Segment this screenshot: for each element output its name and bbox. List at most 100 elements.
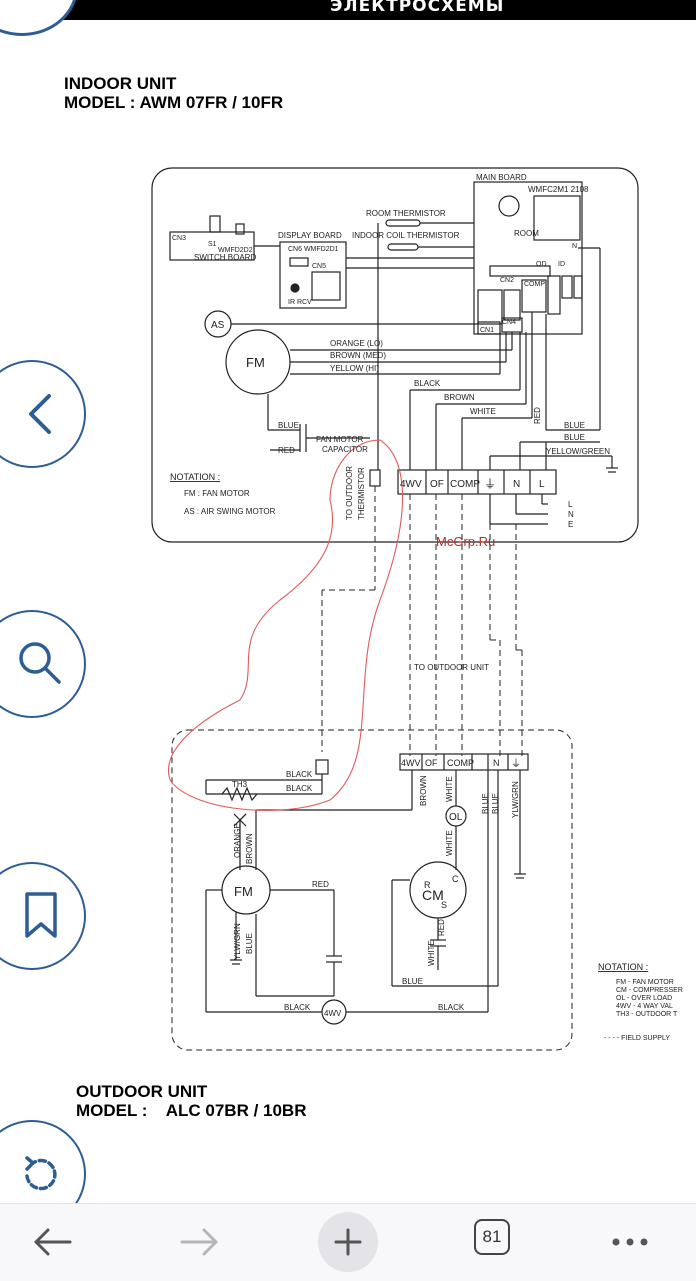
browser-forward-button[interactable]	[172, 1216, 228, 1268]
arrow-right-icon	[180, 1228, 218, 1256]
room-label: ROOM	[514, 229, 539, 238]
display-board-label: DISPLAY BOARD	[278, 231, 342, 240]
notation-outdoor-title: NOTATION :	[598, 962, 648, 972]
black-wire-label: BLACK	[414, 379, 441, 388]
more-menu-button[interactable]	[604, 1216, 656, 1268]
out-fm-label: FM	[234, 884, 253, 899]
bookmark-icon	[25, 892, 57, 938]
out-terminal-comp: COMP	[447, 758, 474, 768]
out-blue-label-2: BLUE	[491, 793, 500, 814]
cm-s-label: S	[441, 900, 447, 910]
cn2-label: CN2	[500, 277, 514, 284]
cm-label: CM	[422, 887, 444, 903]
out-black-label-2: BLACK	[438, 1003, 465, 1012]
to-outdoor-thermistor-label-1: TO OUTDOOR	[345, 466, 354, 520]
outdoor-model: MODEL : ALC 07BR / 10BR	[76, 1101, 307, 1120]
notation-indoor-title: NOTATION :	[170, 472, 220, 482]
indoor-title: INDOOR UNIT	[64, 74, 177, 93]
out-red-cm-label: RED	[437, 919, 446, 936]
outdoor-heading: OUTDOOR UNIT MODEL : ALC 07BR / 10BR	[76, 1082, 306, 1120]
terminal-l: L	[539, 479, 545, 490]
blue-fm-label: BLUE	[278, 421, 299, 430]
od-label: OD	[536, 261, 547, 268]
more-dots-icon	[612, 1238, 648, 1246]
fm-motor-label: FM	[246, 355, 265, 370]
orange-lo-label: ORANGE (LO)	[330, 339, 383, 348]
supply-n-label: N	[568, 510, 574, 519]
as-motor-label: AS	[211, 320, 225, 331]
cm-r-label: R	[424, 880, 431, 890]
out-terminal-n: N	[493, 758, 500, 768]
arrow-left-icon	[34, 1228, 72, 1256]
red-fm-label: RED	[278, 446, 295, 455]
yellow-green-label: YELLOW/GREEN	[546, 447, 610, 456]
to-outdoor-unit-label: TO OUTDOOR UNIT	[414, 663, 489, 672]
wiring-diagram: MAIN BOARD WMFC2M1 2108 ROOM THERMISTOR …	[151, 167, 683, 1051]
browser-toolbar: 81	[0, 1203, 696, 1281]
watermark: McGrp.Ru	[436, 534, 495, 549]
field-supply-label: - - - - FIELD SUPPLY	[604, 1035, 670, 1042]
blue-wire-label-1: BLUE	[564, 421, 585, 430]
brown-med-label: BROWN (MED)	[330, 351, 386, 360]
notation-as: AS : AIR SWING MOTOR	[184, 507, 276, 516]
terminal-4wv: 4WV	[400, 479, 422, 490]
terminal-n: N	[513, 479, 520, 490]
out-blue-cm-label: BLUE	[402, 977, 423, 986]
back-icon	[29, 394, 51, 434]
out-red-fm-label: RED	[312, 880, 329, 889]
out-terminal-ground-icon: ⏚	[511, 758, 521, 770]
top-bar: ЭЛЕКТРОСХЕМЫ	[0, 0, 696, 20]
cn3-label: CN3	[172, 235, 186, 242]
out-blue-fm-label: BLUE	[245, 933, 254, 954]
out-4wv-label: 4WV	[324, 1009, 342, 1018]
indoor-heading: INDOOR UNIT MODEL : AWM 07FR / 10FR	[64, 74, 283, 112]
n-label: N	[572, 243, 577, 250]
wmf-label: WMFD2D2	[218, 247, 253, 254]
out-brown-fm-label: BROWN	[245, 833, 254, 864]
th3-label: TH3	[232, 780, 248, 789]
brown-wire-label: BROWN	[444, 393, 475, 402]
notation-outdoor-4wv: 4WV - 4 WAY VAL	[616, 1003, 673, 1010]
out-terminal-4wv: 4WV	[401, 758, 421, 768]
page-header-title: ЭЛЕКТРОСХЕМЫ	[330, 0, 505, 16]
cn5-label: CN5	[312, 263, 326, 270]
fan-motor-capacitor-label-2: CAPACITOR	[322, 445, 368, 454]
s1-label: S1	[208, 241, 217, 248]
out-black-label-1: BLACK	[284, 1003, 311, 1012]
indoor-coil-thermistor-label: INDOOR COIL THERMISTOR	[352, 231, 460, 240]
cm-c-label: C	[452, 874, 459, 884]
th3-black-label-1: BLACK	[286, 770, 313, 779]
ir-rcv-label: IR RCV	[288, 299, 312, 306]
cn4-label: CN4	[502, 319, 516, 326]
out-white-label-2: WHITE	[445, 830, 454, 856]
out-orange-label: ORANGE	[233, 823, 242, 858]
id-label: ID	[558, 261, 565, 268]
out-white-cm-label: WHITE	[427, 940, 436, 966]
plus-icon	[334, 1228, 362, 1256]
new-tab-button[interactable]	[318, 1212, 378, 1272]
red-wire-label: RED	[533, 407, 542, 424]
notation-outdoor-cm: CM - COMPRESSER	[616, 987, 683, 994]
search-icon	[19, 642, 61, 684]
supply-e-label: E	[568, 520, 573, 529]
white-wire-label: WHITE	[470, 407, 496, 416]
search-side-button[interactable]	[0, 610, 86, 718]
notation-outdoor-ol: OL - OVER LOAD	[616, 995, 672, 1002]
out-white-label-1: WHITE	[445, 776, 454, 802]
yellow-hi-label: YELLOW (HI)	[330, 364, 379, 373]
cn1-label: CN1	[480, 327, 494, 334]
browser-back-button[interactable]	[24, 1216, 80, 1268]
indoor-model: MODEL : AWM 07FR / 10FR	[64, 93, 284, 112]
blue-wire-label-2: BLUE	[564, 433, 585, 442]
out-ylw-grn-fm-label: YLW/GRN	[233, 923, 242, 960]
ol-label: OL	[449, 812, 463, 823]
outdoor-title: OUTDOOR UNIT	[76, 1082, 208, 1101]
rotate-icon	[25, 1156, 57, 1191]
main-board-label: MAIN BOARD	[476, 173, 527, 182]
out-brown-label: BROWN	[419, 775, 428, 806]
comp-label: COMP	[524, 281, 545, 288]
out-ylw-grn-label: YLW/GRN	[511, 781, 520, 818]
tab-count-button[interactable]: 81	[474, 1219, 510, 1255]
out-terminal-of: OF	[425, 758, 438, 768]
back-side-button[interactable]	[0, 360, 86, 468]
